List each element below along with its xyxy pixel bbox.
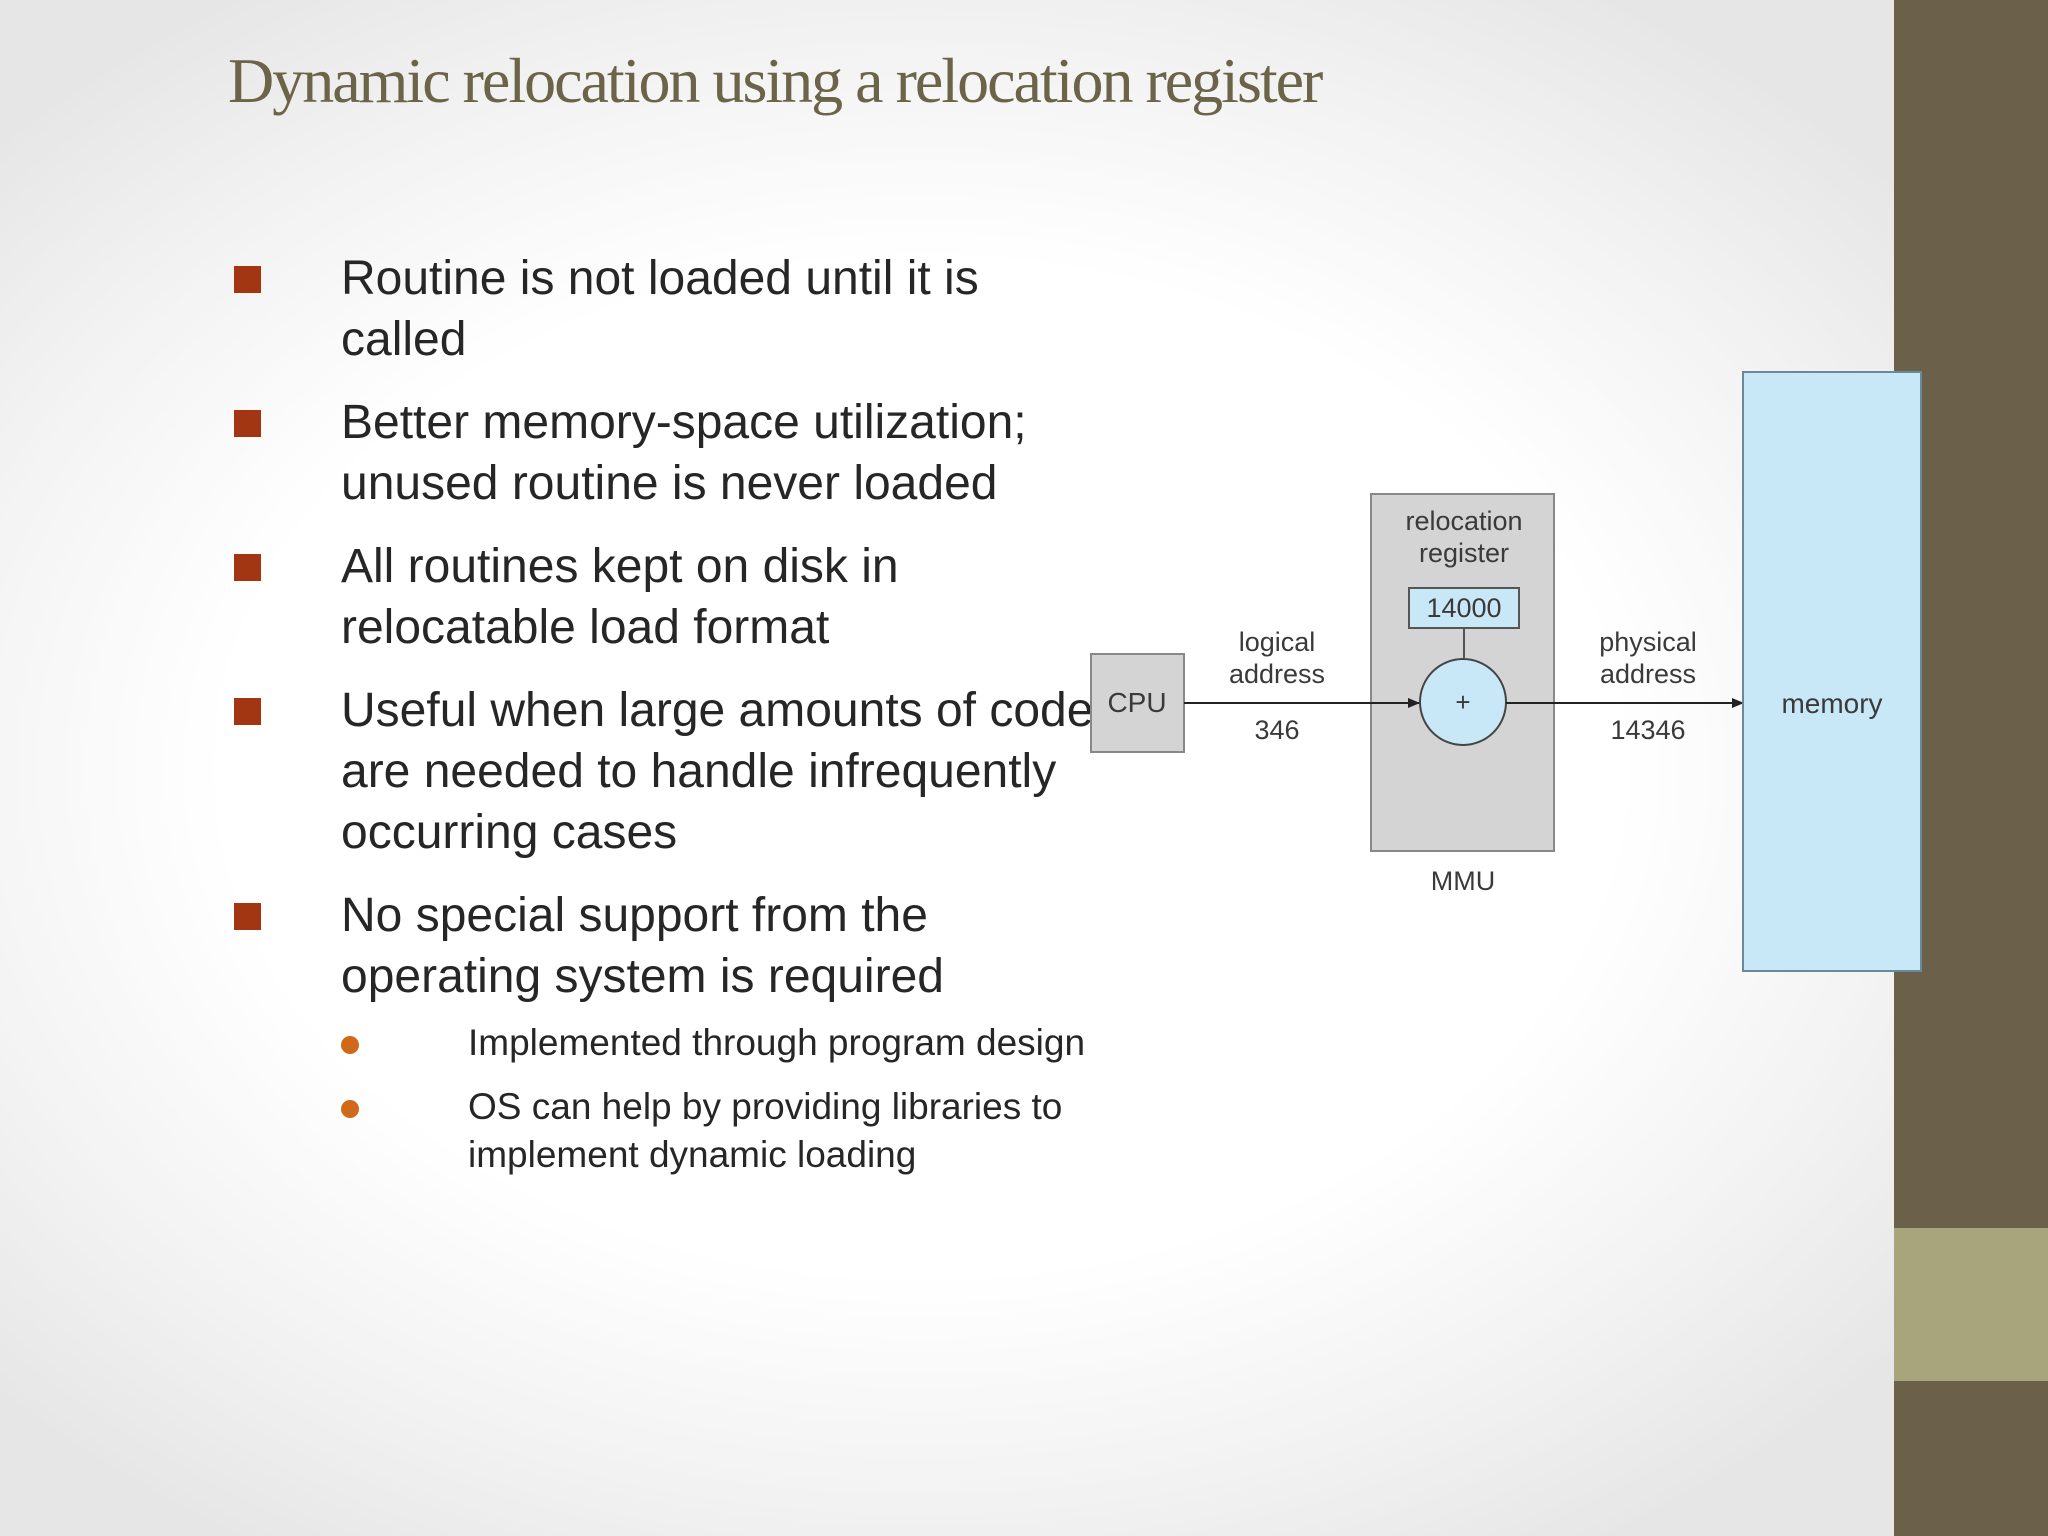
relocation-register-label-line1: relocation — [1405, 506, 1522, 536]
square-bullet-icon — [234, 903, 261, 930]
subbullet-text: Implemented through program design — [468, 1022, 1086, 1063]
bullet-item: All routines kept on disk in relocatable… — [234, 536, 1094, 658]
square-bullet-icon — [234, 410, 261, 437]
relocation-register-label-line2: register — [1419, 538, 1509, 568]
slide-title: Dynamic relocation using a relocation re… — [228, 45, 1323, 116]
subbullet-list: Implemented through program design OS ca… — [341, 1019, 1094, 1179]
memory-box — [1742, 371, 1922, 972]
physical-address-label-line1: physical — [1599, 627, 1697, 657]
mmu-label: MMU — [1431, 866, 1495, 896]
logical-address-value: 346 — [1254, 715, 1299, 745]
bullet-text: No special support from the operating sy… — [341, 889, 944, 1003]
subbullet-text: OS can help by providing libraries to im… — [468, 1086, 1063, 1175]
bullet-item: Routine is not loaded until it is called — [234, 248, 1094, 370]
physical-address-label-line2: address — [1600, 659, 1696, 689]
subbullet-item: OS can help by providing libraries to im… — [341, 1083, 1201, 1179]
bullet-list: Routine is not loaded until it is called… — [234, 248, 1094, 1201]
relocation-register-value: 14000 — [1426, 593, 1501, 623]
bullet-text: Better memory-space utilization; unused … — [341, 396, 1027, 510]
dot-bullet-icon — [341, 1036, 359, 1054]
logical-address-label-line2: address — [1229, 659, 1325, 689]
logical-address-label-line1: logical — [1239, 627, 1316, 657]
subbullet-item: Implemented through program design — [341, 1019, 1201, 1067]
bullet-text: All routines kept on disk in relocatable… — [341, 540, 899, 654]
plus-icon: + — [1455, 687, 1470, 717]
sidebar-dark-bottom — [1894, 1381, 2048, 1536]
dot-bullet-icon — [341, 1100, 359, 1118]
bullet-item: Useful when large amounts of code are ne… — [234, 680, 1094, 863]
cpu-box — [1090, 653, 1185, 753]
relocation-register-value-box — [1408, 587, 1520, 629]
square-bullet-icon — [234, 266, 261, 293]
sidebar-tan-band — [1894, 1228, 2048, 1381]
bullet-item: No special support from the operating sy… — [234, 885, 1094, 1179]
physical-address-value: 14346 — [1610, 715, 1685, 745]
bullet-text: Routine is not loaded until it is called — [341, 252, 979, 366]
bullet-text: Useful when large amounts of code are ne… — [341, 684, 1094, 859]
square-bullet-icon — [234, 554, 261, 581]
square-bullet-icon — [234, 698, 261, 725]
cpu-label: CPU — [1107, 687, 1166, 718]
bullet-item: Better memory-space utilization; unused … — [234, 392, 1094, 514]
memory-label: memory — [1781, 688, 1882, 719]
